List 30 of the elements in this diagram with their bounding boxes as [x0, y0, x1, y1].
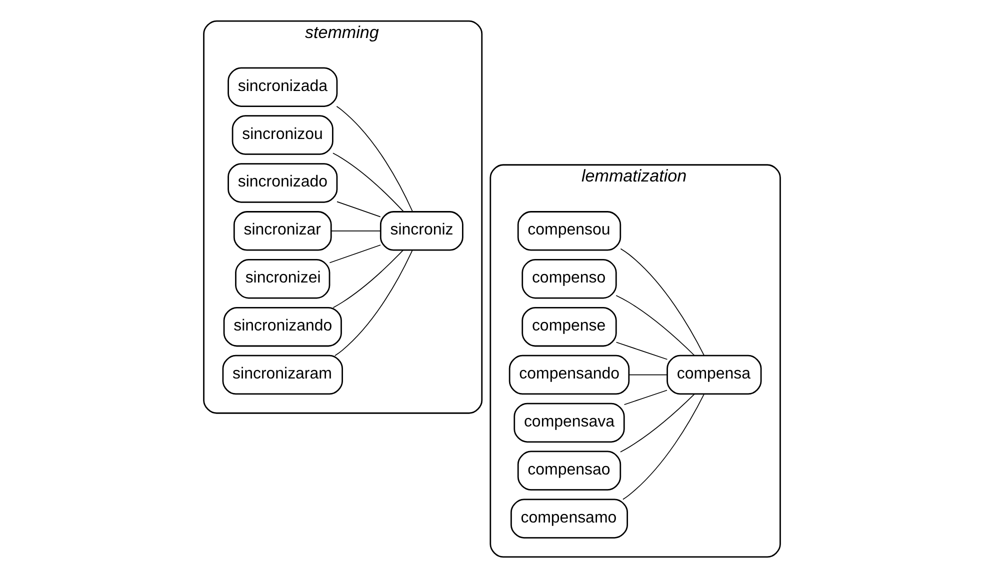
- node-box: sincronizada: [227, 67, 338, 107]
- connector: [628, 374, 667, 376]
- connector: [615, 295, 694, 356]
- node-box: compense: [521, 306, 616, 347]
- node-box: compenso: [521, 259, 616, 299]
- connector: [620, 248, 704, 356]
- connector: [334, 250, 412, 356]
- node-box: compensando: [508, 354, 630, 395]
- node-box: compensao: [516, 450, 621, 491]
- connector: [622, 394, 704, 500]
- connector: [620, 394, 694, 452]
- node-box: compensou: [516, 211, 621, 251]
- connector: [336, 201, 380, 218]
- connector: [623, 390, 667, 406]
- node-box: sincronizando: [222, 306, 342, 347]
- connector: [332, 250, 404, 308]
- node-box: compensava: [513, 402, 624, 443]
- node-box: sincronizaram: [222, 354, 342, 395]
- node-box: sincronizar: [232, 211, 332, 251]
- node-box: sincronizado: [227, 163, 338, 203]
- node-box: compensa: [666, 354, 762, 395]
- connector: [330, 230, 380, 232]
- node-box: sincronizou: [231, 115, 333, 155]
- node-box: sincronizei: [234, 259, 330, 299]
- connector: [336, 106, 413, 212]
- connector: [328, 244, 380, 264]
- node-box: compensamo: [510, 498, 628, 538]
- node-box: sincroniz: [379, 211, 463, 251]
- connector: [615, 342, 668, 360]
- connector: [332, 152, 404, 212]
